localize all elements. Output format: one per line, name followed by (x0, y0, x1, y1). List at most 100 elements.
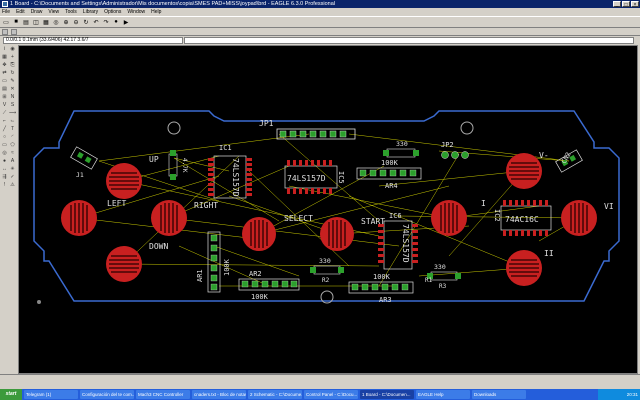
task-eagle-help[interactable]: EAGLE Help (416, 390, 470, 399)
task-config[interactable]: Configuración del te com... (80, 390, 134, 399)
task-schematic[interactable]: 2 Schematic - C:\Docume... (248, 390, 302, 399)
add-tool-icon[interactable]: ⊞ (2, 94, 7, 100)
menu-view[interactable]: View (48, 9, 60, 15)
split-tool-icon[interactable]: ⟋ (2, 110, 7, 116)
signal-tool-icon[interactable]: ≈ (11, 150, 14, 156)
connector-j1[interactable] (70, 146, 98, 170)
arc-tool-icon[interactable]: ◜ (11, 134, 14, 140)
menu-edit[interactable]: Edit (16, 9, 25, 15)
menu-draw[interactable]: Draw (30, 9, 43, 15)
minimize-button[interactable]: _ (613, 1, 621, 8)
mark-tool-icon[interactable]: + (11, 54, 14, 60)
print-icon[interactable]: ▤ (23, 19, 29, 26)
ar2-resistor-array[interactable]: AR2 100K (238, 270, 300, 301)
show-tool-icon[interactable]: ◉ (10, 46, 15, 52)
ic5-chip[interactable]: 74LS157D IC5 (284, 160, 345, 194)
menu-options[interactable]: Options (104, 9, 122, 15)
connector-cn2[interactable] (555, 149, 583, 173)
jp1-header[interactable]: JP1 (259, 119, 356, 140)
hole-tool-icon[interactable]: ● (2, 158, 7, 164)
command-input[interactable] (184, 37, 634, 44)
menu-tools[interactable]: Tools (65, 9, 77, 15)
task-control-panel[interactable]: Control Panel - C:\Docu... (304, 390, 358, 399)
task-board[interactable]: 1 Board - C:\Documen... (360, 390, 414, 399)
left-toolbox: i ◉ ▦ + ✥ ⎘ ⇄ ↻ ▭ ✎ ▤ ✕ ⊞ N V S ⟋ ⟿ ⌐ ⌙ … (0, 45, 18, 375)
ic1-chip[interactable]: IC1 74LS157D (208, 144, 252, 199)
undo-icon[interactable]: ↶ (93, 19, 99, 26)
menu-library[interactable]: Library (82, 9, 99, 15)
value-tool-icon[interactable]: V (2, 102, 7, 108)
attribute-tool-icon[interactable]: A (10, 158, 15, 164)
save-icon[interactable]: ■ (14, 19, 18, 25)
menu-window[interactable]: Window (127, 9, 146, 15)
maximize-button[interactable]: □ (622, 1, 630, 8)
layer-select-icon[interactable] (2, 29, 8, 35)
window-titlebar[interactable]: 1 Board - C:\Documents and Settings\Admi… (0, 0, 640, 8)
ratsnest-traces (78, 133, 580, 287)
ar4-resistor-array[interactable]: 100K AR4 (356, 159, 422, 190)
group-tool-icon[interactable]: ▭ (2, 78, 7, 84)
wire-tool-icon[interactable]: ╱ (2, 126, 6, 132)
redo-icon[interactable]: ↷ (103, 19, 109, 26)
circle-tool-icon[interactable]: ○ (2, 134, 7, 140)
rotate-tool-icon[interactable]: ↻ (10, 70, 15, 76)
board-canvas[interactable]: JP1 JP2 IC1 74LS157D 74LS157D IC5 (18, 45, 638, 374)
close-button[interactable]: × (631, 1, 639, 8)
route-tool-icon[interactable]: ⌐ (3, 118, 6, 124)
stop-icon[interactable]: ● (114, 19, 118, 25)
zoom-fit-icon[interactable]: ◎ (53, 19, 59, 26)
resistor-r3[interactable]: 330 R3 (427, 263, 461, 290)
optimize-tool-icon[interactable]: ⟿ (9, 110, 17, 116)
mirror-tool-icon[interactable]: ⇄ (2, 70, 7, 76)
ic2-chip[interactable]: 74AC16C IC2 (493, 200, 552, 236)
ar1-resistor-array[interactable]: AR1 100K (196, 231, 231, 293)
task-downloads[interactable]: Downloads (472, 390, 526, 399)
ar3-resistor-array[interactable]: 100K AR3 (348, 273, 414, 304)
change-tool-icon[interactable]: ✎ (10, 78, 15, 84)
go-icon[interactable]: ▶ (123, 19, 129, 26)
zoom-in-icon[interactable]: ⊕ (63, 19, 69, 26)
smash-tool-icon[interactable]: S (10, 102, 15, 108)
ic6-chip[interactable]: IC6 74LS157D (378, 212, 418, 270)
start-button[interactable]: start (0, 389, 22, 400)
errors-tool-icon[interactable]: ⚠ (10, 182, 15, 188)
paste-tool-icon[interactable]: ▤ (2, 86, 7, 92)
ratsnest-tool-icon[interactable]: ✳ (10, 166, 15, 172)
task-telegram[interactable]: Telegram (1) (24, 390, 78, 399)
name-tool-icon[interactable]: N (10, 94, 15, 100)
display-tool-icon[interactable]: ▦ (2, 54, 7, 60)
task-notepad[interactable]: cnaders.txt - Bloc de notas (192, 390, 246, 399)
ripup-tool-icon[interactable]: ⌙ (10, 118, 15, 124)
delete-tool-icon[interactable]: ✕ (10, 86, 15, 92)
menu-help[interactable]: Help (151, 9, 162, 15)
grid-icon[interactable] (11, 29, 17, 35)
jp2-jumper[interactable]: JP2 (441, 141, 469, 159)
system-clock[interactable]: 20:31 (598, 389, 640, 400)
menu-file[interactable]: File (2, 9, 11, 15)
zoom-out-icon[interactable]: ⊖ (73, 19, 79, 26)
rect-tool-icon[interactable]: ▭ (2, 142, 7, 148)
task-mach3[interactable]: Mach3 CNC Controller (136, 390, 190, 399)
resistor-r2[interactable]: 330 R2 (310, 257, 344, 284)
move-tool-icon[interactable]: ✥ (2, 62, 7, 68)
redraw-icon[interactable]: ↻ (83, 19, 89, 26)
erc-tool-icon[interactable]: ✓ (10, 174, 15, 180)
cam-icon[interactable]: ◫ (33, 19, 39, 26)
open-icon[interactable]: ▭ (3, 19, 9, 26)
pcb-drawing[interactable]: JP1 JP2 IC1 74LS157D 74LS157D IC5 (19, 46, 638, 374)
schematic-icon[interactable]: ▦ (43, 19, 49, 26)
windows-taskbar: start Telegram (1) Configuración del te … (0, 389, 640, 400)
text-tool-icon[interactable]: T (10, 126, 15, 132)
autoroute-tool-icon[interactable]: ⇶ (2, 174, 7, 180)
mount-hole (167, 121, 181, 135)
label-select: SELECT (284, 214, 313, 223)
polygon-tool-icon[interactable]: ⬠ (10, 142, 15, 148)
r-330-label-mid: 330 (319, 257, 331, 265)
resistor-4k7[interactable]: 4.7K (168, 150, 188, 180)
dimension-tool-icon[interactable]: ↔ (2, 166, 7, 172)
info-tool-icon[interactable]: i (3, 46, 6, 52)
drc-tool-icon[interactable]: ! (3, 182, 6, 188)
copy-tool-icon[interactable]: ⎘ (10, 62, 15, 68)
resistor-r1[interactable]: 330 (383, 140, 419, 158)
via-tool-icon[interactable]: ◎ (2, 150, 7, 156)
